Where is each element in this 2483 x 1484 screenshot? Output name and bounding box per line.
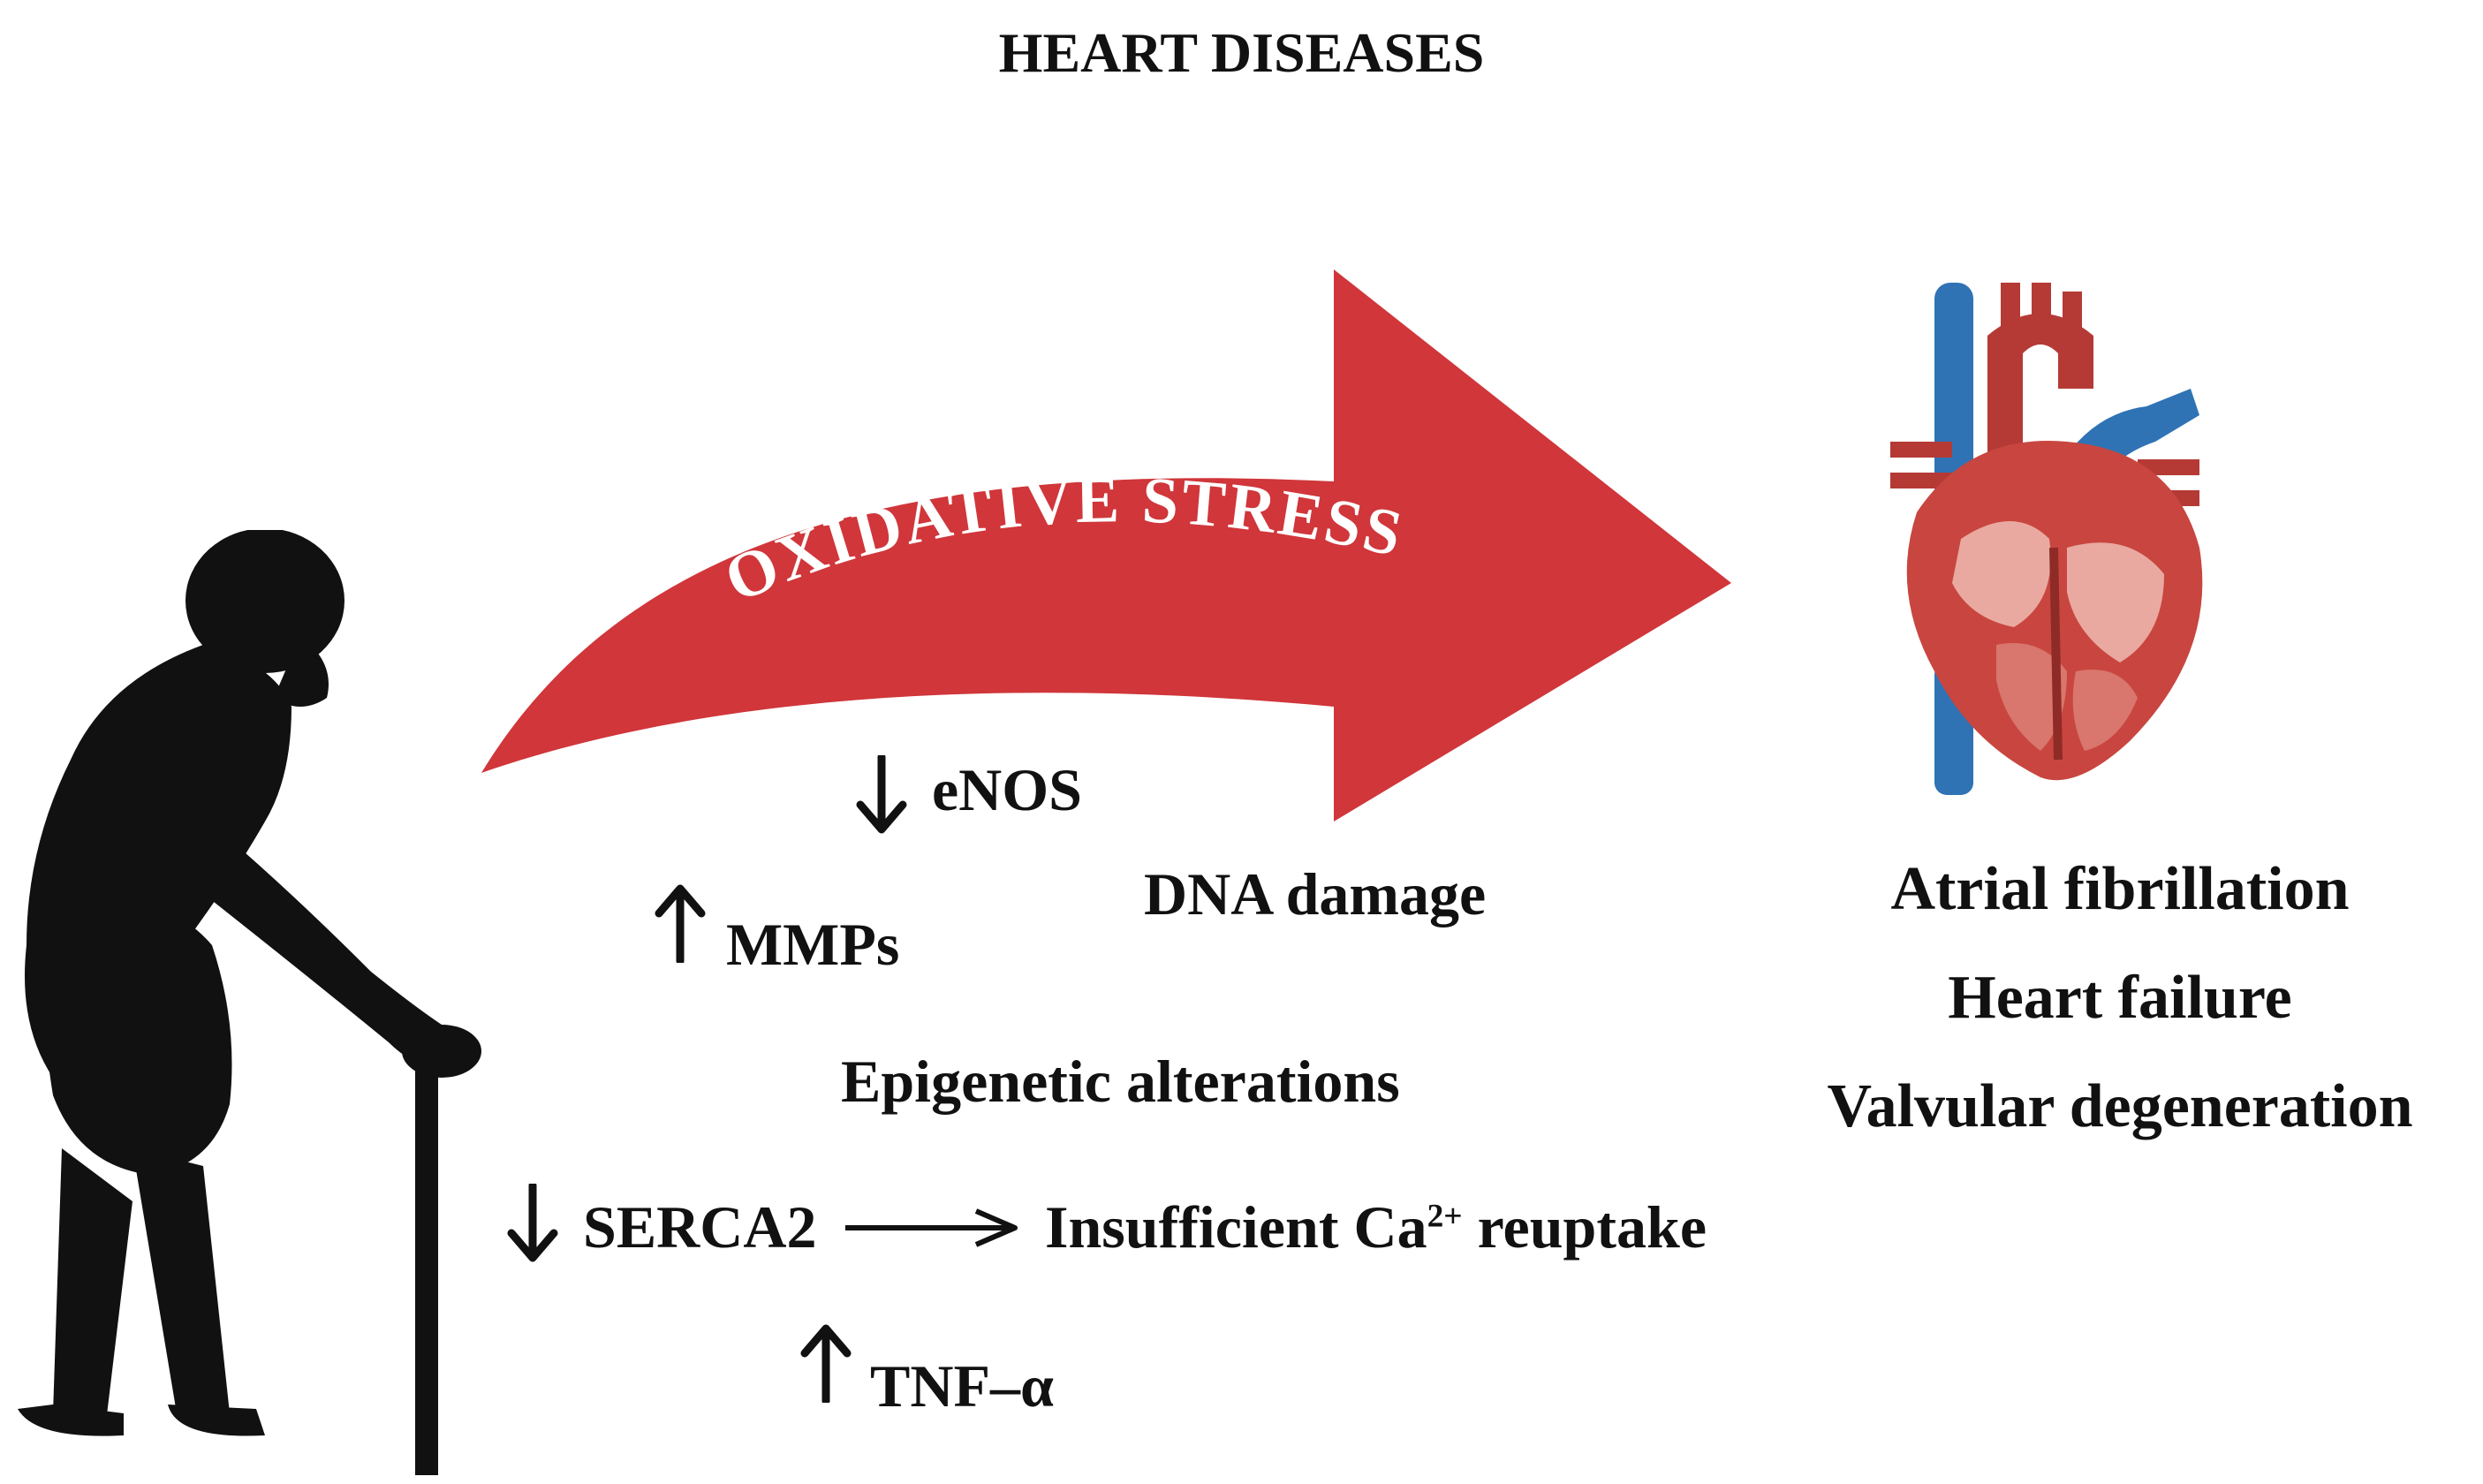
elderly-person-icon [18, 530, 481, 1475]
disease-valvular-degeneration: Valvular degeneration [1827, 1072, 2413, 1140]
ca-superscript: 2+ [1427, 1198, 1463, 1235]
up-arrow-icon [800, 1324, 852, 1403]
heart-icon [1890, 283, 2203, 795]
effect-epigenetic: Epigenetic alterations [841, 1048, 1400, 1115]
arrow-body [481, 269, 1731, 822]
right-arrow-icon [845, 1208, 1018, 1247]
marker-serca2: SERCA2 [583, 1193, 817, 1261]
down-arrow-icon [507, 1184, 558, 1262]
disease-atrial-fibrillation: Atrial fibrillation [1890, 855, 2350, 923]
marker-tnf: TNF–α [870, 1352, 1054, 1420]
marker-mmps: MMPs [726, 911, 900, 978]
effect-ca-reuptake: Insufficient Ca2+ reuptake [1045, 1197, 1707, 1257]
marker-enos: eNOS [932, 756, 1082, 823]
disease-heart-failure: Heart failure [1948, 964, 2292, 1032]
figure-title: HEART DISEASES [998, 21, 1485, 84]
ca-suffix: reuptake [1462, 1193, 1707, 1261]
cane-icon [415, 1060, 438, 1475]
effect-dna-damage: DNA damage [1144, 860, 1487, 928]
ca-prefix: Insufficient Ca [1045, 1193, 1427, 1261]
down-arrow-icon [856, 755, 907, 834]
up-arrow-icon [655, 884, 706, 963]
